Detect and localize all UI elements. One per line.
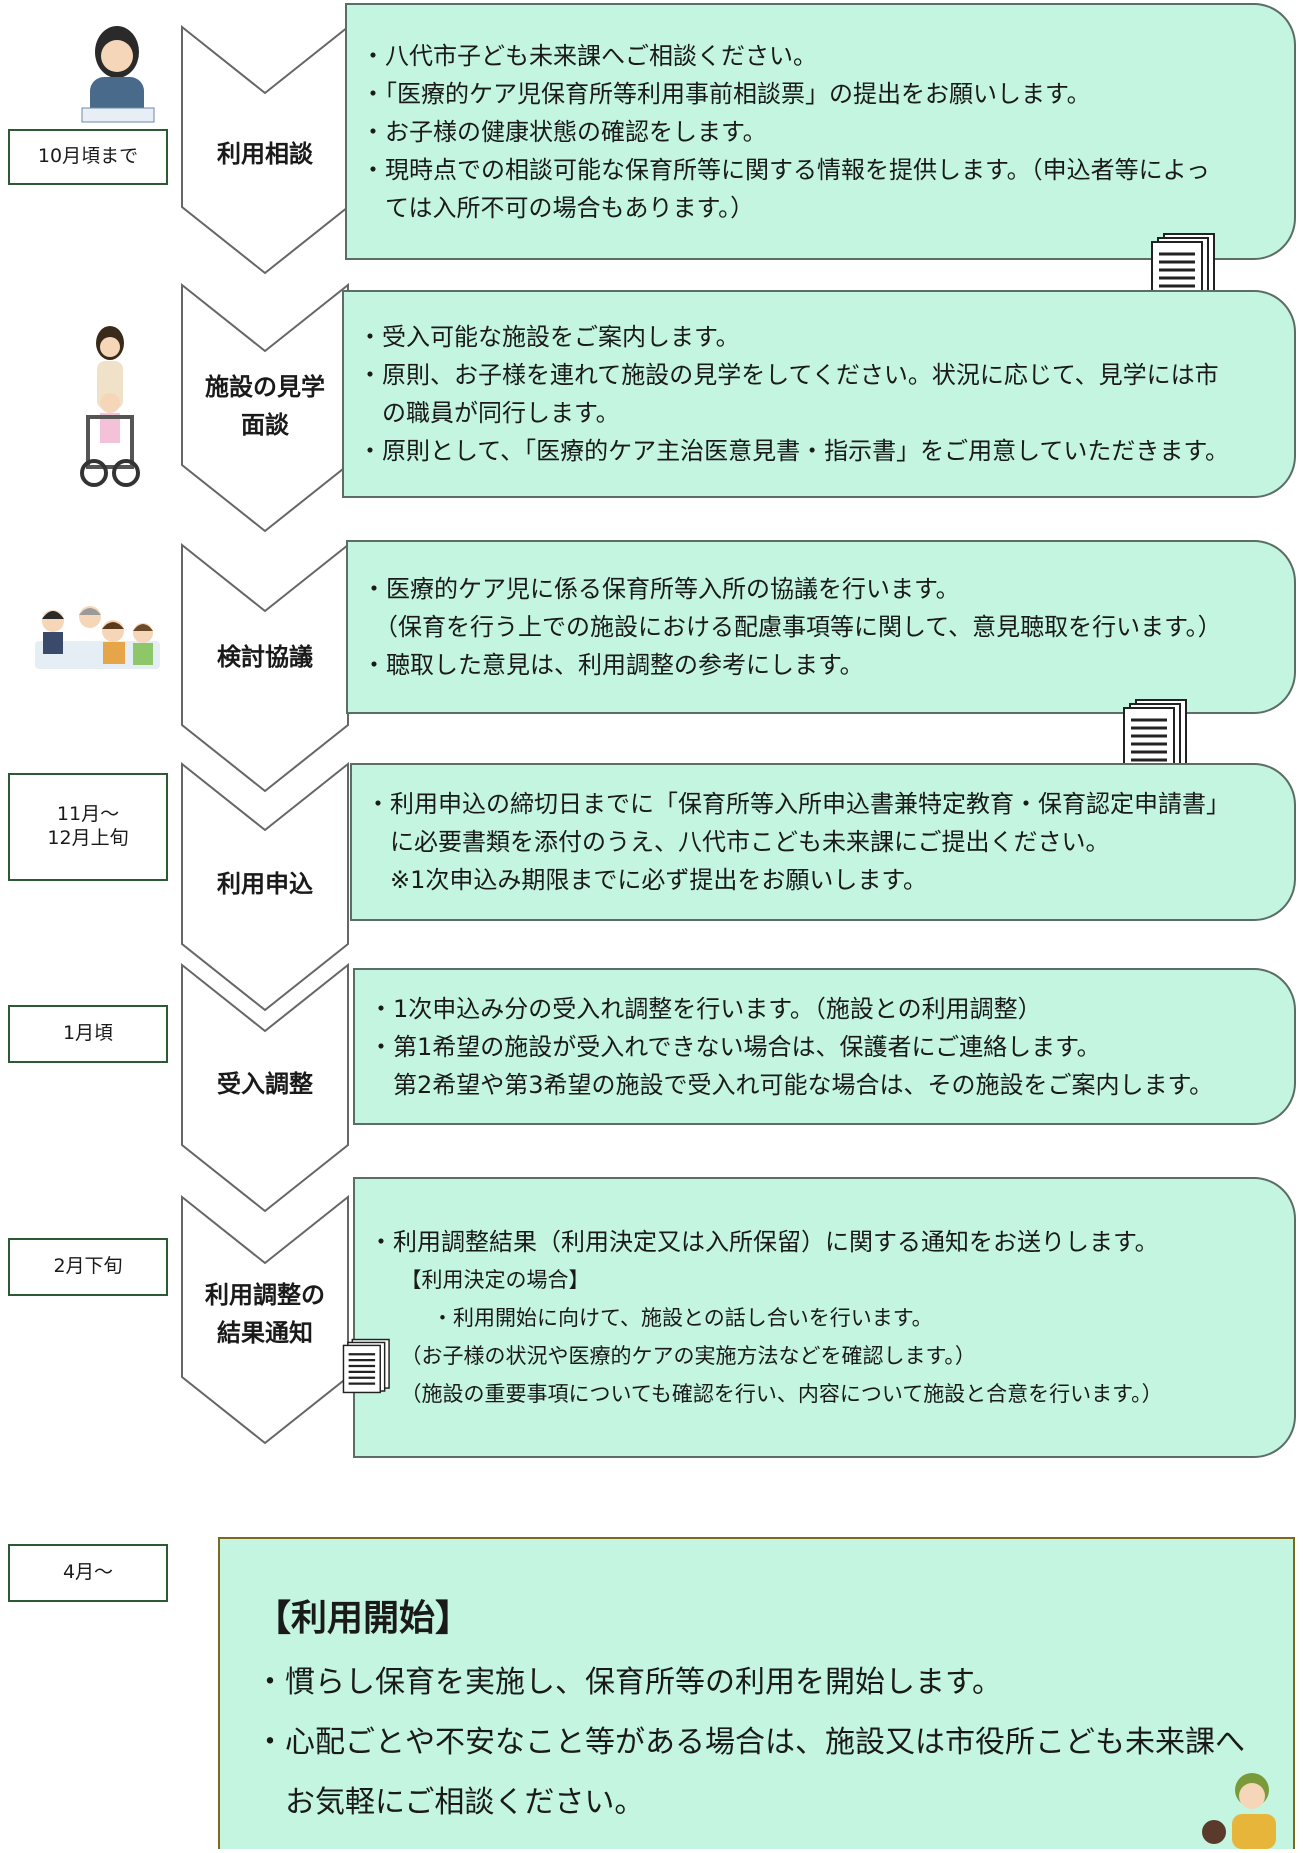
- card-line: ・現時点での相談可能な保育所等に関する情報を提供します。（申込者等によっ: [361, 155, 1210, 184]
- final-line: お気軽にご相談ください。: [255, 1785, 645, 1820]
- card-line: ・原則として、「医療的ケア主治医意見書・指示書」をご用意していただきます。: [358, 437, 1229, 465]
- caregiver-illustration: [1200, 1770, 1280, 1853]
- step-label: 利用申込: [217, 870, 313, 898]
- card-line: （施設の重要事項についても確認を行い、内容について施設と合意を行います。）: [369, 1381, 1163, 1406]
- final-title: 【利用開始】: [255, 1598, 472, 1639]
- card-line: の職員が同行します。: [358, 399, 620, 427]
- step-card: ・受入可能な施設をご案内します。 ・原則、お子様を連れて施設の見学をしてください…: [342, 290, 1296, 498]
- step-arrow: [181, 762, 349, 1012]
- card-line: ・利用調整結果（利用決定又は入所保留）に関する通知をお送りします。: [369, 1227, 1159, 1256]
- card-line: ・お子様の健康状態の確認をします。: [361, 117, 767, 146]
- card-line: ・第1希望の施設が受入れできない場合は、保護者にご連絡します。: [369, 1032, 1101, 1061]
- step-arrow: [181, 963, 349, 1213]
- period-box: 4月～: [8, 1544, 168, 1602]
- step-label: 検討協議: [217, 643, 313, 671]
- step-label: 利用相談: [217, 140, 313, 168]
- consultant-illustration: [70, 22, 165, 131]
- card-line: 第2希望や第3希望の施設で受入れ可能な場合は、その施設をご案内します。: [369, 1070, 1214, 1099]
- wheelchair-child-illustration: [80, 325, 140, 491]
- step-label: 利用調整の 結果通知: [205, 1281, 325, 1348]
- period-box: 1月頃: [8, 1005, 168, 1063]
- card-line: ・八代市子ども未来課へご相談ください。: [361, 41, 817, 70]
- final-line: ・心配ごとや不安なこと等がある場合は、施設又は市役所こども未来課へ: [255, 1725, 1245, 1760]
- card-line: （お子様の状況や医療的ケアの実施方法などを確認します。）: [369, 1343, 976, 1368]
- card-line: ては入所不可の場合もあります。）: [361, 193, 755, 222]
- document-stack-icon: [342, 1338, 390, 1394]
- card-line: （保育を行う上での施設における配慮事項等に関して、意見聴取を行います。）: [362, 613, 1222, 641]
- card-line: ※1次申込み期限までに必ず提出をお願いします。: [366, 866, 927, 894]
- meeting-illustration: [35, 601, 160, 675]
- card-line: ・1次申込み分の受入れ調整を行います。（施設との利用調整）: [369, 994, 1042, 1023]
- step-card: ・利用調整結果（利用決定又は入所保留）に関する通知をお送りします。 【利用決定の…: [353, 1177, 1296, 1458]
- step-arrow: [181, 543, 349, 793]
- period-box: 10月頃まで: [8, 129, 168, 185]
- step-card: ・八代市子ども未来課へご相談ください。 ・「医療的ケア児保育所等利用事前相談票」…: [345, 3, 1296, 260]
- step-label: 施設の見学 面談: [205, 373, 325, 440]
- step-label: 受入調整: [217, 1070, 313, 1098]
- period-box: 11月～ 12月上旬: [8, 773, 168, 881]
- final-line: ・慣らし保育を実施し、保育所等の利用を開始します。: [255, 1665, 1002, 1700]
- card-line: に必要書類を添付のうえ、八代市こども未来課にご提出ください。: [366, 828, 1110, 856]
- step-card: ・医療的ケア児に係る保育所等入所の協議を行います。 （保育を行う上での施設におけ…: [346, 540, 1296, 714]
- card-line: ・利用申込の締切日までに「保育所等入所申込書兼特定教育・保育認定申請書」: [366, 790, 1230, 818]
- card-line: ・医療的ケア児に係る保育所等入所の協議を行います。: [362, 575, 960, 603]
- period-box: 2月下旬: [8, 1238, 168, 1296]
- card-line: ・「医療的ケア児保育所等利用事前相談票」の提出をお願いします。: [361, 79, 1091, 108]
- document-stack-icon: [1123, 699, 1187, 773]
- final-box: 【利用開始】 ・慣らし保育を実施し、保育所等の利用を開始します。 ・心配ごとや不…: [218, 1537, 1295, 1849]
- step-card: ・1次申込み分の受入れ調整を行います。（施設との利用調整） ・第1希望の施設が受…: [353, 968, 1296, 1125]
- card-line: ・利用開始に向けて、施設との話し合いを行います。: [369, 1305, 933, 1330]
- card-line: 【利用決定の場合】: [369, 1267, 590, 1292]
- step-card: ・利用申込の締切日までに「保育所等入所申込書兼特定教育・保育認定申請書」 に必要…: [350, 763, 1296, 921]
- card-line: ・聴取した意見は、利用調整の参考にします。: [362, 651, 864, 679]
- card-line: ・原則、お子様を連れて施設の見学をしてください。状況に応じて、見学には市: [358, 361, 1219, 389]
- card-line: ・受入可能な施設をご案内します。: [358, 323, 740, 351]
